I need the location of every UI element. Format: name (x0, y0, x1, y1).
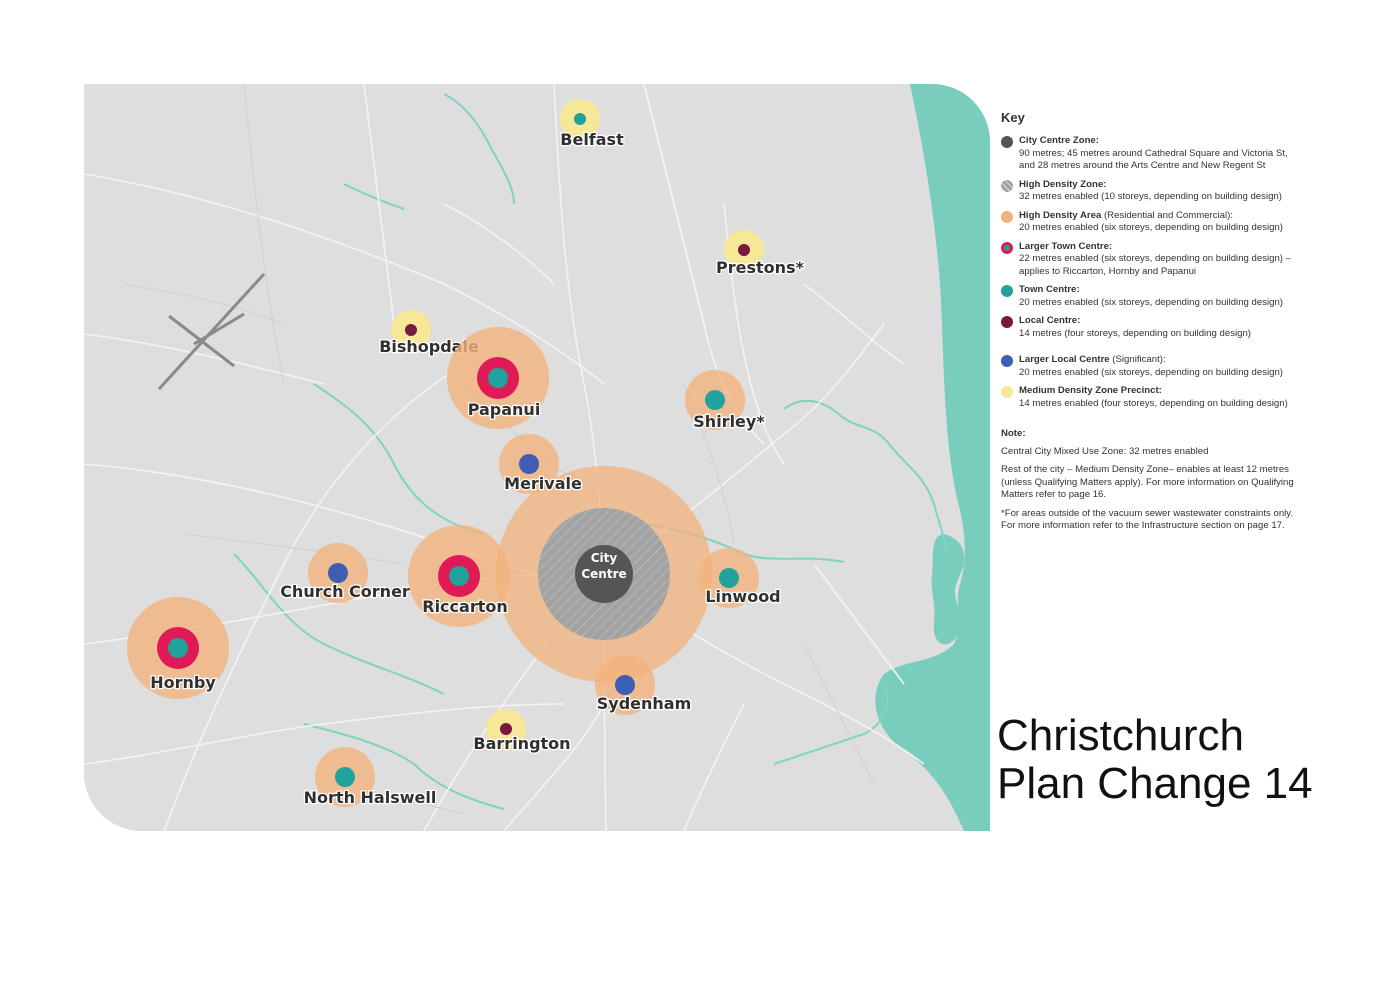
key-item-local-centre: Local Centre: 14 metres (four storeys, d… (1001, 315, 1301, 340)
place-label-merivale: Merivale (504, 474, 582, 493)
city-centre-label-line2: Centre (581, 567, 626, 581)
key-title: Key (1001, 110, 1025, 125)
key-label-extra: (Residential and Commercial): (1101, 209, 1233, 221)
note-mixed-use: Central City Mixed Use Zone: 32 metres e… (1001, 445, 1209, 457)
place-bishopdale[interactable]: Bishopdale (378, 310, 480, 357)
place-north-halswell[interactable]: North Halswell (302, 747, 438, 808)
estuary (931, 534, 965, 645)
christchurch-map[interactable]: City Centre Belfast Prestons* Bishopdale… (84, 84, 990, 831)
place-label-linwood: Linwood (705, 587, 780, 606)
larger-local-centre-swatch (1001, 355, 1013, 367)
key-label: High Density Zone: (1019, 178, 1107, 190)
place-barrington[interactable]: Barrington (472, 709, 572, 754)
note-vacuum-sewer: *For areas outside of the vacuum sewer w… (1001, 507, 1294, 532)
key-desc: 14 metres (four storeys, depending on bu… (1019, 327, 1251, 339)
key-desc: 14 metres enabled (four storeys, dependi… (1019, 397, 1288, 409)
title-block: Christchurch Plan Change 14 (997, 712, 1313, 808)
notes-title: Note: (1001, 428, 1026, 439)
key-desc: 22 metres enabled (six storeys, dependin… (1019, 253, 1291, 277)
place-label-hornby: Hornby (150, 673, 216, 692)
place-label-church-corner: Church Corner (280, 582, 410, 601)
title-line-1: Christchurch (997, 711, 1244, 760)
place-label-belfast: Belfast (560, 130, 624, 149)
place-label-shirley: Shirley* (693, 412, 765, 431)
key-label: City Centre Zone: (1019, 135, 1099, 146)
town-centre-marker (705, 390, 725, 410)
town-centre-marker (335, 767, 355, 787)
key-item-larger-town-centre: Larger Town Centre: 22 metres enabled (s… (1001, 241, 1301, 279)
key-desc: 20 metres enabled (six storeys, dependin… (1019, 222, 1283, 233)
city-centre-label-line1: City (591, 551, 618, 565)
town-centre-marker (574, 113, 586, 125)
key-item-city-centre-zone: City Centre Zone: 90 metres; 45 metres a… (1001, 135, 1301, 173)
place-belfast[interactable]: Belfast (559, 99, 625, 150)
town-centre-swatch (1001, 285, 1013, 297)
medium-density-precinct-swatch (1001, 386, 1013, 398)
sea-coast (875, 84, 990, 831)
high-density-zone-swatch (1001, 179, 1013, 192)
larger-local-centre-marker (615, 675, 635, 695)
key-label: Medium Density Zone Precinct: (1019, 385, 1162, 396)
high-density-area-swatch (1001, 210, 1013, 223)
place-hornby[interactable]: Hornby (127, 597, 229, 699)
map-panel[interactable]: City Centre Belfast Prestons* Bishopdale… (84, 84, 990, 831)
town-centre-marker (719, 568, 739, 588)
road-network (84, 84, 925, 831)
key-desc: 32 metres enabled (10 storeys, depending… (1019, 191, 1282, 202)
key-desc: 90 metres; 45 metres around Cathedral Sq… (1019, 147, 1288, 172)
key-item-medium-density-precinct: Medium Density Zone Precinct: 14 metres … (1001, 385, 1301, 410)
place-label-sydenham: Sydenham (597, 694, 692, 713)
place-label-prestons: Prestons* (716, 258, 805, 277)
key-item-high-density-zone: High Density Zone: 32 metres enabled (10… (1001, 179, 1301, 204)
airport-runways (157, 272, 266, 391)
place-sydenham[interactable]: Sydenham (595, 655, 693, 715)
local-centre-marker (738, 244, 750, 256)
local-centre-marker (500, 723, 512, 735)
key-item-town-centre: Town Centre: 20 metres enabled (six stor… (1001, 284, 1301, 309)
key-label: Larger Local Centre (1019, 354, 1110, 365)
city-centre-zone[interactable] (575, 545, 633, 603)
rivers (233, 93, 947, 810)
place-shirley[interactable]: Shirley* (685, 370, 767, 432)
key-notes: Note: Central City Mixed Use Zone: 32 me… (1001, 428, 1301, 533)
place-label-riccarton: Riccarton (422, 597, 508, 616)
key-label: Town Centre: (1019, 284, 1080, 295)
town-centre-marker (449, 566, 469, 586)
place-label-papanui: Papanui (468, 400, 541, 419)
local-centre-marker (405, 324, 417, 336)
place-label-barrington: Barrington (473, 734, 570, 753)
place-church-corner[interactable]: Church Corner (279, 543, 411, 603)
key-label-extra: (Significant): (1109, 354, 1166, 365)
place-riccarton[interactable]: Riccarton (408, 525, 510, 627)
place-prestons[interactable]: Prestons* (715, 230, 806, 278)
note-rest-of-city: Rest of the city – Medium Density Zone– … (1001, 464, 1294, 500)
city-centre-swatch (1001, 136, 1013, 148)
key-item-high-density-area: High Density Area (Residential and Comme… (1001, 210, 1301, 235)
key-desc: 20 metres enabled (six storeys, dependin… (1019, 366, 1283, 378)
key-desc: 20 metres enabled (six storeys, dependin… (1019, 296, 1283, 308)
town-centre-marker (488, 368, 508, 388)
key-label: Larger Town Centre: (1019, 240, 1113, 252)
place-papanui[interactable]: Papanui (447, 327, 549, 429)
key-item-larger-local-centre: Larger Local Centre (Significant): 20 me… (1001, 354, 1301, 379)
key-label: High Density Area (1019, 209, 1102, 221)
map-key: Key City Centre Zone: 90 metres; 45 metr… (1001, 110, 1301, 539)
larger-local-centre-marker (519, 454, 539, 474)
place-label-north-halswell: North Halswell (304, 788, 437, 807)
local-centre-swatch (1001, 316, 1013, 328)
town-centre-marker (168, 638, 188, 658)
key-label: Local Centre: (1019, 315, 1081, 326)
title-line-2: Plan Change 14 (997, 759, 1313, 808)
place-merivale[interactable]: Merivale (499, 434, 583, 494)
larger-town-centre-swatch (1001, 241, 1013, 254)
place-linwood[interactable]: Linwood (699, 548, 782, 608)
larger-local-centre-marker (328, 563, 348, 583)
